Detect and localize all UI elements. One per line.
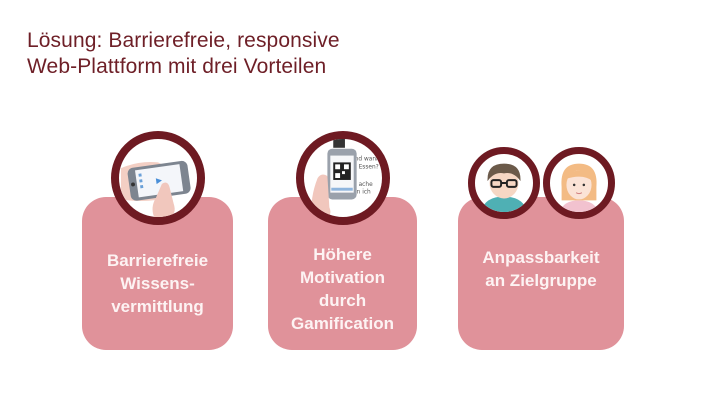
svg-text:ache: ache [359,182,373,188]
svg-text:nd wann: nd wann [355,156,380,162]
card-gamification: Höhere Motivation durch Gamification [268,197,417,350]
card-label: Höhere Motivation durch Gamification [291,244,394,333]
title-line-2: Web-Plattform mit drei Vorteilen [27,55,327,78]
girl-avatar-icon [543,147,615,219]
smartphone-touch-icon [111,131,205,225]
qr-code-phone-icon: nd wann Essen? ache n ich [296,131,390,225]
svg-text:n ich: n ich [357,190,371,196]
slide-title: Lösung: Barrierefreie, responsive Web-Pl… [27,28,340,80]
svg-text:Essen?: Essen? [359,164,379,170]
card-label: Barrierefreie Wissens- vermittlung [106,251,209,316]
title-line-1: Lösung: Barrierefreie, responsive [27,29,340,52]
boy-avatar-icon [468,147,540,219]
card-target-group: Anpassbarkeit an Zielgruppe [458,197,624,350]
card-label: Anpassbarkeit an Zielgruppe [482,247,600,290]
